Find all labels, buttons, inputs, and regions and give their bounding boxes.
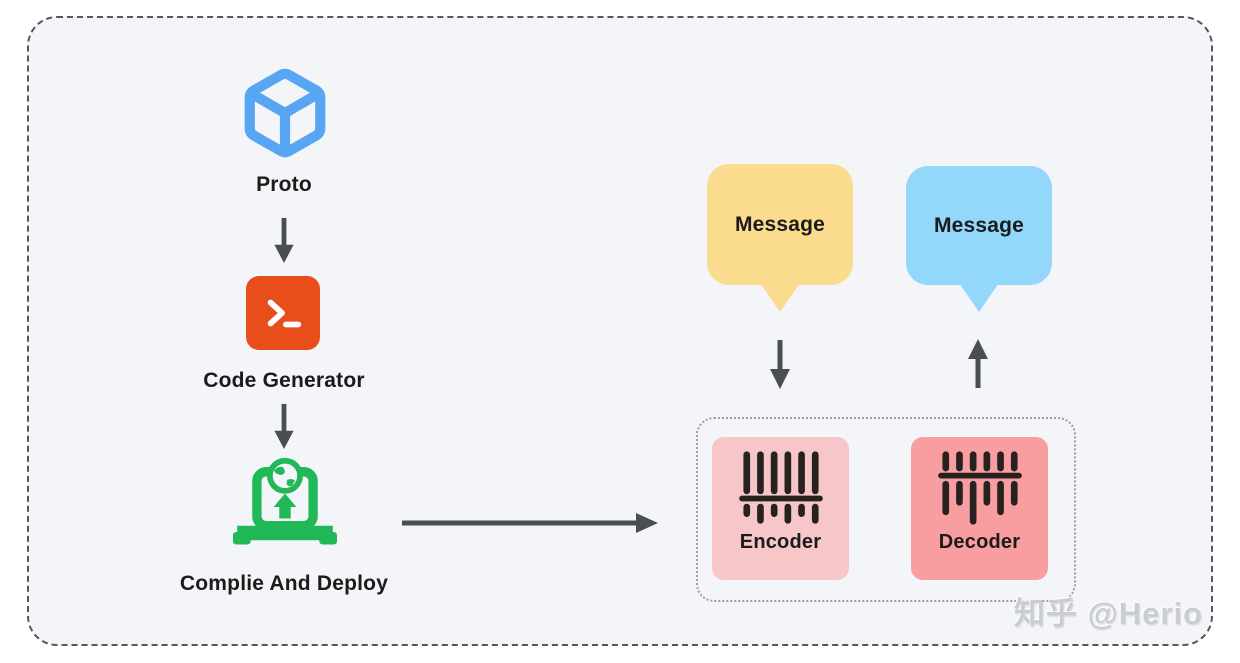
decoder-label: Decoder [938,531,1021,553]
proto-label: Proto [256,173,312,196]
encoder-label: Encoder [739,531,822,553]
message-bubble-outgoing: Message [707,164,853,285]
message-label: Message [734,212,826,236]
laptop-upload-icon [233,457,337,545]
message-bubble-incoming: Message [906,166,1052,285]
compile-deploy-label: Complie And Deploy [179,572,389,595]
codec-container: Encoder Decoder [696,417,1076,602]
barcode-flipped-icon [937,451,1022,525]
encoder-box: Encoder [712,437,849,580]
down-arrow-icon [274,217,294,264]
decoder-box: Decoder [911,437,1048,580]
barcode-icon [738,451,823,524]
code-generator-label: Code Generator [203,369,365,392]
bubble-tail [760,283,800,312]
down-arrow-icon [274,403,294,450]
bubble-tail [959,283,999,312]
watermark: 知乎 @Herio [1013,596,1203,631]
message-label: Message [933,213,1025,237]
cube-icon [244,68,326,158]
terminal-prompt-glyph [267,299,302,328]
diagram-panel: Proto Code Generator Complie And Deploy … [27,16,1213,646]
globe-icon [267,457,303,494]
up-arrow-icon [968,339,988,388]
upload-arrow-glyph [273,493,297,519]
down-arrow-icon [770,340,790,389]
right-arrow-icon [402,513,658,533]
terminal-icon [246,276,320,350]
